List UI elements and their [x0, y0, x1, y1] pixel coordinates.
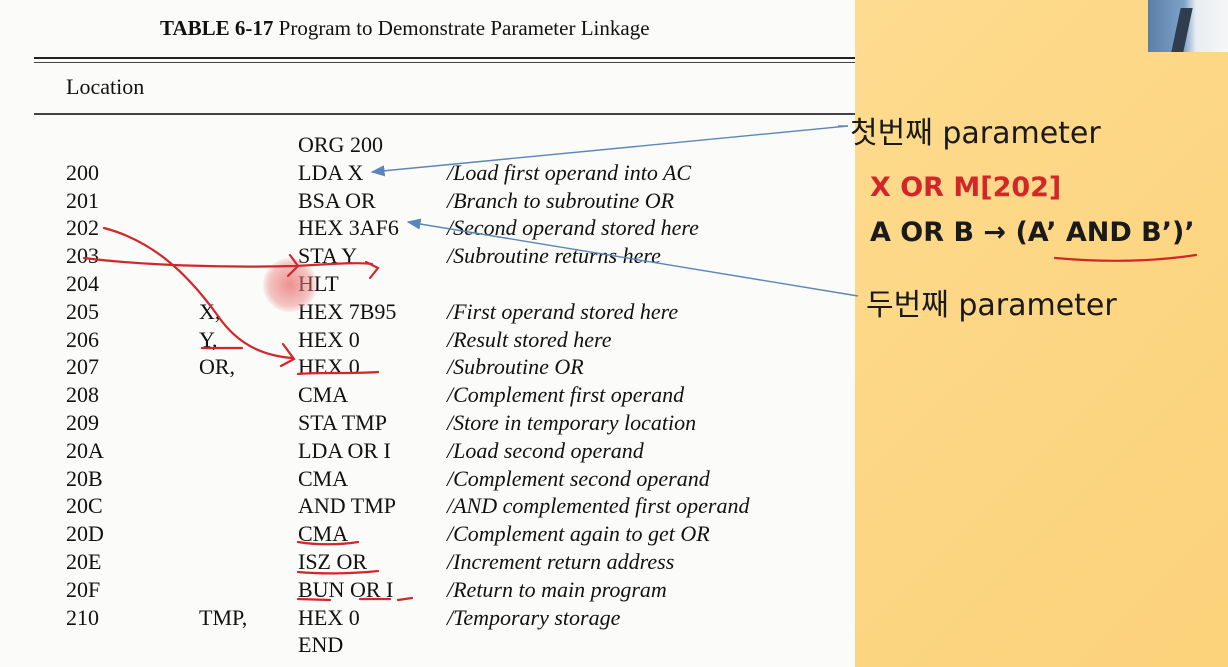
location-cell: 20A — [66, 437, 104, 463]
textbook-page: TABLE 6-17 Program to Demonstrate Parame… — [34, 16, 855, 658]
label-cell: OR, — [199, 354, 236, 380]
title-rule-thin — [34, 62, 855, 63]
instruction-cell: BSA OR — [298, 187, 376, 213]
instruction-cell: CMA — [298, 382, 349, 408]
location-cell: 203 — [66, 243, 99, 269]
location-cell: 20B — [66, 465, 103, 491]
comment-cell: /Result stored here — [447, 326, 612, 352]
location-cell: 205 — [66, 298, 99, 324]
comment-cell: /Branch to subroutine OR — [447, 187, 675, 213]
comment-cell: /Complement first operand — [447, 382, 685, 408]
instruction-cell: CMA — [298, 465, 349, 491]
instruction-cell: CMA — [298, 521, 349, 547]
comment-cell: /Temporary storage — [447, 604, 621, 630]
comment-cell: /First operand stored here — [447, 298, 679, 324]
table-title: TABLE 6-17 Program to Demonstrate Parame… — [160, 16, 650, 41]
label-cell: Y, — [199, 326, 218, 352]
location-cell: 208 — [66, 382, 99, 408]
location-cell: 207 — [66, 354, 99, 380]
instruction-cell: HEX 0 — [298, 604, 360, 630]
location-cell: 210 — [66, 604, 99, 630]
instruction-cell: LDA OR I — [298, 437, 391, 463]
title-rule — [34, 57, 855, 59]
comment-cell: /Subroutine returns here — [447, 243, 661, 269]
location-cell: 201 — [66, 187, 99, 213]
instruction-cell: HEX 0 — [298, 354, 360, 380]
location-cell: 209 — [66, 410, 99, 435]
instruction-cell: AND TMP — [298, 493, 397, 519]
webcam-thumbnail — [1148, 0, 1228, 52]
instruction-cell: BUN OR I — [298, 576, 394, 602]
instruction-cell: HEX 3AF6 — [298, 215, 399, 241]
location-cell: 20F — [66, 576, 101, 602]
location-header: Location — [66, 74, 145, 99]
instruction-cell: ORG 200 — [298, 132, 383, 157]
demorgan-expression: A OR B → (A’ AND B’)’ — [870, 217, 1195, 248]
comment-cell: /Load second operand — [447, 437, 644, 463]
instruction-cell: STA TMP — [298, 410, 387, 435]
instruction-cell: HEX 7B95 — [298, 298, 397, 324]
table-number: TABLE 6-17 — [160, 16, 274, 40]
table-caption: Program to Demonstrate Parameter Linkage — [278, 16, 650, 40]
comment-cell: /Subroutine OR — [447, 354, 584, 380]
comment-cell: /Second operand stored here — [447, 215, 699, 241]
instruction-cell: ISZ OR — [298, 549, 368, 574]
comment-cell: /Load first operand into AC — [447, 159, 692, 185]
instruction-cell: END — [298, 632, 344, 658]
label-cell: TMP, — [199, 604, 248, 630]
comment-cell: /Complement second operand — [447, 465, 710, 491]
header-rule — [34, 113, 855, 115]
location-cell: 200 — [66, 159, 99, 185]
second-parameter-note: 두번째 parameter — [866, 288, 1117, 323]
location-cell: 20D — [66, 521, 104, 547]
comment-cell: /AND complemented first operand — [447, 493, 750, 519]
location-cell: 206 — [66, 326, 99, 352]
location-cell: 204 — [66, 271, 99, 296]
comment-cell: /Store in temporary location — [447, 410, 697, 435]
location-cell: 202 — [66, 215, 99, 241]
location-cell: 20C — [66, 493, 103, 519]
or-expression: X OR M[202] — [870, 172, 1062, 203]
comment-cell: /Complement again to get OR — [447, 521, 710, 547]
instruction-cell: HEX 0 — [298, 326, 360, 352]
label-cell: X, — [199, 298, 221, 324]
location-cell: 20E — [66, 549, 102, 574]
comment-cell: /Return to main program — [447, 576, 667, 602]
instruction-cell: LDA X — [298, 159, 364, 185]
comment-cell: /Increment return address — [447, 549, 675, 574]
pointer-highlight — [263, 258, 317, 312]
first-parameter-note: 첫번째 parameter — [850, 116, 1101, 151]
